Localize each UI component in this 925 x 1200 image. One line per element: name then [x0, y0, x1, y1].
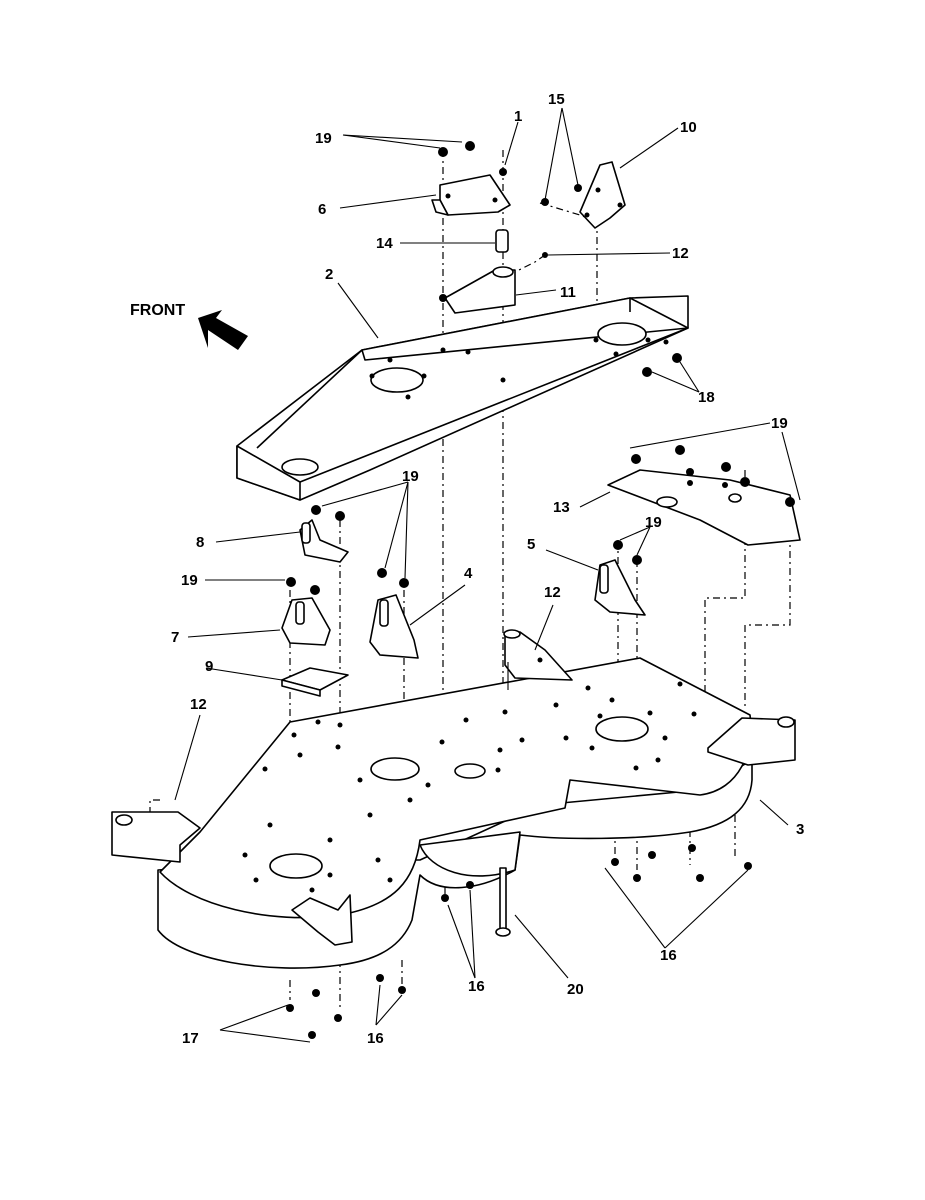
callout-19-mid: 19	[402, 468, 419, 485]
callout-15: 15	[548, 91, 565, 108]
callout-3: 3	[796, 821, 804, 838]
deck-frame	[236, 295, 689, 501]
left-bracket	[111, 811, 201, 863]
callout-16-right: 16	[660, 947, 677, 964]
callout-1: 1	[514, 108, 522, 125]
callout-19-five: 19	[645, 514, 662, 531]
callout-10: 10	[680, 119, 697, 136]
spacer-14	[495, 229, 509, 253]
callout-17: 17	[182, 1030, 199, 1047]
front-lip-bracket	[291, 894, 353, 946]
callout-11: 11	[560, 284, 576, 301]
bracket-5	[594, 559, 646, 616]
callout-5: 5	[527, 536, 535, 553]
spindle-hole-center	[370, 757, 420, 781]
deck-bracket-12	[503, 629, 573, 690]
access-hole	[454, 763, 486, 779]
callout-2: 2	[325, 266, 333, 283]
callout-19-right: 19	[771, 415, 788, 432]
spindle-hole-left	[269, 853, 323, 879]
plate-10	[579, 161, 626, 229]
bracket-4	[369, 594, 419, 659]
callout-16-center: 16	[468, 978, 485, 995]
bracket-6	[431, 174, 511, 216]
callout-14: 14	[376, 235, 393, 252]
spindle-hole-right	[595, 716, 649, 742]
bracket-7	[281, 597, 331, 646]
mower-deck-housing	[111, 657, 796, 969]
fasteners	[286, 141, 795, 1039]
callout-16-left: 16	[367, 1030, 384, 1047]
rail-13	[607, 469, 801, 546]
callout-12-left: 12	[190, 696, 207, 713]
callout-19-left: 19	[181, 572, 198, 589]
plate-9	[281, 667, 349, 697]
bolt-20	[495, 867, 511, 937]
callout-8: 8	[196, 534, 204, 551]
callout-4: 4	[464, 565, 473, 582]
callout-12-top: 12	[672, 245, 689, 262]
arm-11	[444, 266, 516, 314]
bracket-8	[299, 519, 349, 563]
callout-6: 6	[318, 201, 326, 218]
leader-lines	[174, 107, 801, 1043]
callout-9: 9	[205, 658, 213, 675]
callout-13: 13	[553, 499, 570, 516]
callout-labels: 19 1 15 10 6 14 12 2 11 18 19 19 13 19 8…	[171, 91, 804, 1047]
callout-12-center: 12	[544, 584, 561, 601]
front-arrow-icon	[198, 310, 248, 350]
callout-19-top: 19	[315, 130, 332, 147]
front-label: FRONT	[130, 302, 185, 319]
callout-7: 7	[171, 629, 179, 646]
callout-18: 18	[698, 389, 715, 406]
right-rear-bracket	[707, 717, 796, 766]
callout-20: 20	[567, 981, 584, 998]
